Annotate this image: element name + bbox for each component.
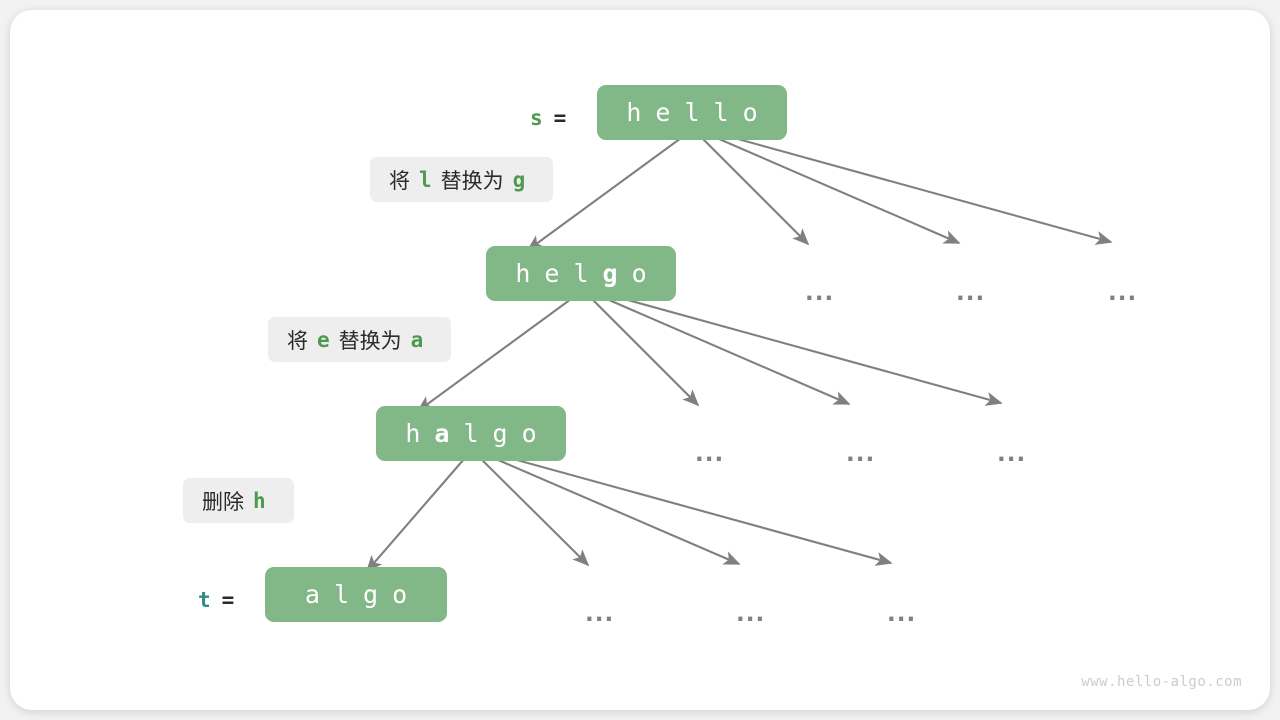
node-char: l: [463, 419, 479, 448]
node-char: h: [515, 259, 531, 288]
ellipsis: ...: [997, 441, 1027, 467]
ellipsis: ...: [805, 280, 835, 306]
var-label-s: s =: [530, 106, 566, 130]
edge-0-3: [697, 126, 1113, 245]
node-char-highlighted: g: [602, 259, 618, 288]
node-char: l: [333, 580, 349, 609]
node-char: l: [684, 98, 700, 127]
node-hello[interactable]: h e l l o: [597, 85, 787, 140]
ellipsis: ...: [695, 441, 725, 467]
edge-2-0: [365, 450, 472, 573]
var-name-s: s: [530, 106, 543, 130]
node-char: g: [492, 419, 508, 448]
ellipsis: ...: [736, 601, 766, 627]
edge-1-1: [583, 290, 700, 407]
node-char: g: [363, 580, 379, 609]
op-from-char: h: [253, 488, 266, 513]
op-delete-h: 删除 h: [183, 478, 294, 523]
node-char: l: [573, 259, 589, 288]
var-label-t: t =: [198, 588, 234, 612]
watermark: www.hello-algo.com: [1081, 674, 1242, 690]
node-halgo[interactable]: h a l g o: [376, 406, 566, 461]
edge-1-3: [587, 287, 1003, 406]
var-eq-t: =: [221, 588, 235, 612]
op-to-char: a: [410, 327, 424, 352]
edge-0-2: [695, 128, 961, 244]
node-char: o: [631, 259, 647, 288]
ellipsis: ...: [887, 601, 917, 627]
ellipsis: ...: [846, 441, 876, 467]
edge-2-2: [474, 449, 741, 565]
node-char-highlighted: a: [434, 419, 450, 448]
ellipsis: ...: [956, 280, 986, 306]
node-char: h: [626, 98, 642, 127]
node-char: o: [521, 419, 537, 448]
op-middle: 替换为: [338, 328, 402, 353]
edge-1-2: [585, 289, 851, 405]
node-char: o: [392, 580, 408, 609]
op-prefix: 将: [389, 168, 410, 193]
op-prefix: 删除: [202, 489, 244, 514]
node-char: o: [742, 98, 758, 127]
op-replace-l-g: 将 l 替换为 g: [370, 157, 554, 202]
diagram-card: s = h e l l o ... ... ... 将 l 替换为 g h e …: [10, 10, 1270, 710]
ellipsis: ...: [1108, 280, 1138, 306]
op-from-char: l: [419, 167, 432, 192]
op-from-char: e: [317, 327, 330, 352]
op-replace-e-a: 将 e 替换为 a: [268, 317, 452, 362]
edge-2-3: [476, 447, 893, 566]
op-middle: 替换为: [440, 168, 504, 193]
edge-0-1: [693, 129, 810, 246]
node-char: e: [544, 259, 560, 288]
op-to-char: g: [512, 167, 526, 192]
node-char: a: [304, 580, 320, 609]
node-helgo[interactable]: h e l g o: [486, 246, 676, 301]
op-prefix: 将: [287, 328, 308, 353]
var-eq-s: =: [553, 106, 567, 130]
node-char: h: [405, 419, 421, 448]
var-name-t: t: [198, 588, 211, 612]
node-char: l: [713, 98, 729, 127]
node-algo[interactable]: a l g o: [265, 567, 447, 622]
ellipsis: ...: [585, 601, 615, 627]
node-char: e: [655, 98, 671, 127]
edge-2-1: [472, 450, 590, 567]
